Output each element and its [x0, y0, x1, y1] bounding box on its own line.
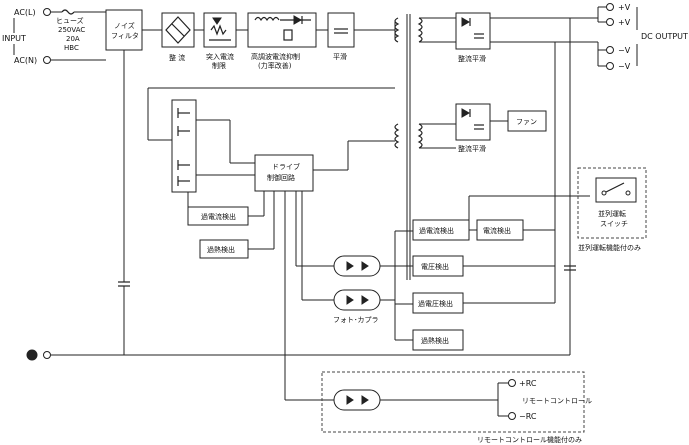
smoothing-label: 平滑 — [333, 52, 347, 61]
parallel-switch-label-1: 並列運転 — [598, 209, 626, 218]
bridge-diode-mark — [171, 23, 185, 37]
output-rectifier-label: 整流平滑 — [458, 54, 486, 63]
noise-filter-label-2: フィルタ — [111, 31, 139, 40]
fan-block — [507, 110, 547, 132]
parallel-switch-block — [595, 177, 637, 203]
remote-terminal-plus — [508, 379, 516, 387]
secondary-winding-icon — [417, 17, 423, 43]
output-terminal — [606, 18, 614, 26]
overheat-label: 過熱検出 — [207, 245, 235, 254]
input-terminal-l — [43, 8, 51, 16]
led-icon — [346, 261, 354, 271]
parallel-option-box — [577, 167, 647, 239]
fuse-rating-type: HBC — [64, 44, 79, 52]
drive-control-block — [254, 154, 314, 192]
photocoupler-2 — [333, 289, 381, 311]
phototransistor-icon — [361, 295, 369, 305]
input-terminal-l-label: AC(L) — [14, 8, 36, 17]
input-terminal-n — [43, 56, 51, 64]
input-terminal-n-label: AC(N) — [14, 56, 37, 65]
ground-terminal — [43, 351, 51, 359]
inrush-label-2: 制限 — [212, 61, 226, 70]
fuse-rating-voltage: 250VAC — [58, 26, 85, 34]
remote-plus-label: +RC — [519, 379, 537, 388]
drive-label-2: 制御回路 — [267, 173, 295, 182]
remote-note: リモートコントロール機能付のみ — [477, 435, 582, 444]
rectifier-block — [161, 12, 195, 48]
aux-secondary-winding-icon — [417, 123, 423, 149]
output-plus-2: +V — [618, 18, 631, 27]
overvoltage-label: 過電圧検出 — [418, 299, 453, 308]
phototransistor-icon — [361, 395, 369, 405]
remote-label: リモートコントロール — [522, 397, 592, 405]
switch-bridge-block — [171, 99, 197, 193]
output-minus-1: −V — [618, 46, 631, 55]
input-label: INPUT — [2, 34, 26, 43]
aux-primary-winding-icon — [394, 123, 400, 149]
inrush-label-1: 突入電流 — [206, 52, 234, 61]
switch-contact-icon — [601, 190, 607, 196]
bridge-rectifier-icon — [165, 16, 191, 44]
photocoupler-remote — [333, 389, 381, 411]
overcurrent-label: 過電流検出 — [201, 212, 236, 221]
parallel-switch-label-2: スイッチ — [600, 220, 628, 228]
photocoupler-label: フォト･カプラ — [333, 316, 379, 324]
remote-minus-label: −RC — [519, 412, 537, 421]
inductor-icon — [254, 16, 280, 22]
switch-lever-icon — [605, 182, 625, 193]
fuse-icon — [61, 9, 75, 15]
noise-filter-block — [105, 9, 143, 51]
fan-rectifier-label: 整流平滑 — [458, 144, 486, 153]
led-icon — [346, 395, 354, 405]
output-rectifier-block — [455, 12, 491, 50]
switch-contact-icon — [625, 190, 631, 196]
led-icon — [346, 295, 354, 305]
output-terminal — [606, 46, 614, 54]
fan-label: ファン — [516, 118, 537, 126]
pfc-label-2: (力率改善) — [258, 61, 292, 70]
remote-option-box — [321, 371, 585, 433]
output-diode-icon — [461, 17, 471, 27]
output-terminal — [606, 3, 614, 11]
resistor-icon — [210, 24, 227, 36]
pfc-label-1: 高調波電流抑制 — [251, 52, 300, 61]
frame-ground-icon — [26, 349, 38, 361]
current-detect-label: 電流検出 — [483, 226, 511, 235]
secondary-overheat-block — [412, 329, 464, 351]
output-terminal — [606, 62, 614, 70]
fan-rectifier-block — [455, 103, 491, 141]
remote-terminal-minus — [508, 412, 516, 420]
secondary-overheat-label: 過熱検出 — [421, 336, 449, 345]
noise-filter-label-1: ノイズ — [114, 21, 135, 30]
phototransistor-icon — [361, 261, 369, 271]
thyristor-icon — [212, 17, 222, 25]
rectifier-label: 整 流 — [169, 53, 185, 62]
output-plus-1: +V — [618, 3, 631, 12]
voltage-detect-label: 電圧検出 — [421, 262, 449, 271]
secondary-overcurrent-label: 過電流検出 — [419, 226, 454, 235]
photocoupler-1 — [333, 255, 381, 277]
pfc-switch-icon — [283, 29, 293, 41]
smoothing-block — [327, 12, 355, 48]
dc-output-label: DC OUTPUT — [641, 32, 688, 41]
fuse-rating-current: 20A — [66, 35, 80, 43]
output-minus-2: −V — [618, 62, 631, 71]
primary-winding-icon — [394, 17, 400, 43]
fan-diode-icon — [461, 108, 471, 118]
parallel-note: 並列運転機能付のみ — [578, 243, 641, 252]
drive-label-1: ドライブ — [272, 162, 300, 171]
fuse-label: ヒューズ — [56, 16, 84, 25]
